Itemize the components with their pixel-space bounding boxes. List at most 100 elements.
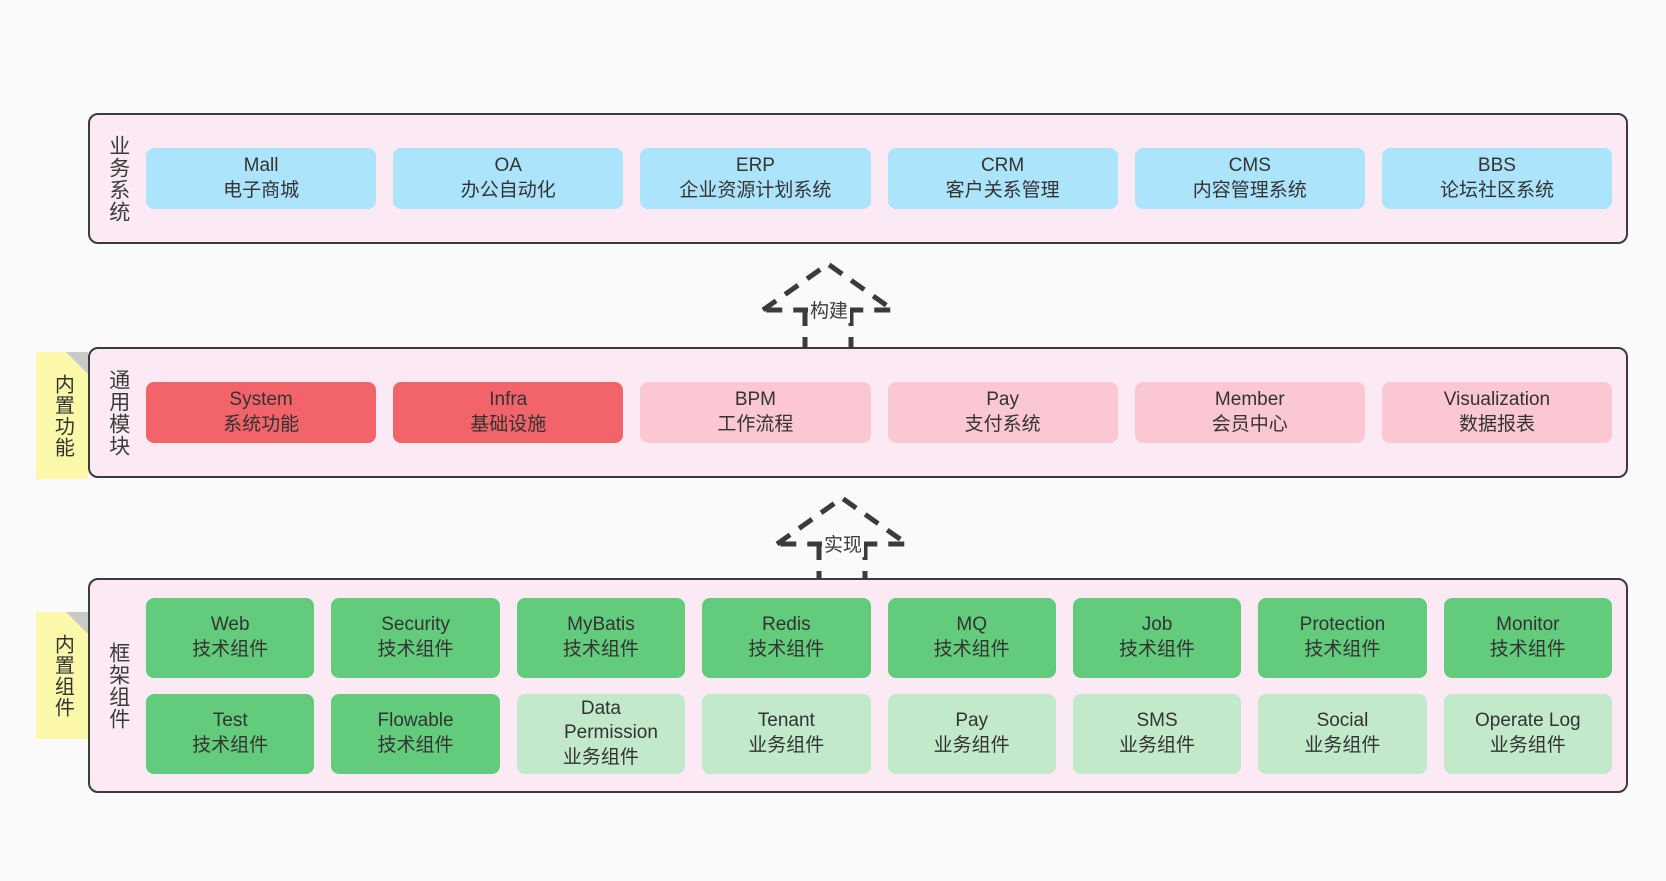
card-subtitle: 工作流程 — [717, 413, 794, 435]
note-fold-corner — [66, 612, 88, 634]
card-subtitle: 论坛社区系统 — [1439, 179, 1554, 201]
module-card-pay[interactable]: Pay 支付系统 — [887, 382, 1118, 443]
card-title: Flowable — [377, 710, 454, 732]
card-subtitle: 会员中心 — [1211, 413, 1288, 435]
framework-card-test[interactable]: Test 技术组件 — [146, 693, 315, 774]
framework-card-mq[interactable]: MQ 技术组件 — [887, 597, 1056, 678]
card-subtitle: 技术组件 — [1489, 638, 1566, 660]
module-card-system[interactable]: System 系统功能 — [146, 382, 377, 443]
layer-common-modules: 通用模块 System 系统功能 Infra 基础设施 BPM 工作流程 Pay… — [88, 347, 1628, 478]
card-title: Data Permission — [563, 698, 658, 744]
card-title: CRM — [980, 155, 1025, 177]
card-title: System — [229, 389, 293, 411]
card-title: Protection — [1299, 614, 1386, 636]
card-subtitle: 技术组件 — [1119, 638, 1196, 660]
card-title: SMS — [1136, 710, 1178, 732]
card-title: Test — [212, 710, 248, 732]
card-subtitle: 业务组件 — [1119, 734, 1196, 756]
card-subtitle: 办公自动化 — [460, 179, 556, 201]
card-subtitle: 数据报表 — [1458, 413, 1535, 435]
framework-card-monitor[interactable]: Monitor 技术组件 — [1443, 597, 1612, 678]
card-title: Job — [1141, 614, 1173, 636]
framework-card-security[interactable]: Security 技术组件 — [331, 597, 500, 678]
card-subtitle: 技术组件 — [933, 638, 1010, 660]
sticky-note-builtin-function: 内置功能 — [36, 352, 88, 479]
card-title: CMS — [1228, 155, 1271, 177]
card-title: Redis — [762, 614, 811, 636]
arrow-shaft — [816, 544, 868, 584]
business-card-erp[interactable]: ERP 企业资源计划系统 — [640, 148, 871, 209]
card-subtitle: 基础设施 — [470, 413, 547, 435]
card-title: Member — [1214, 389, 1285, 411]
card-title: BPM — [734, 389, 777, 411]
connector-implement: 实现 — [769, 492, 915, 584]
business-card-mall[interactable]: Mall 电子商城 — [146, 148, 377, 209]
module-card-member[interactable]: Member 会员中心 — [1134, 382, 1365, 443]
card-title: Web — [210, 614, 250, 636]
framework-card-data-permission[interactable]: Data Permission 业务组件 — [516, 693, 686, 774]
card-title: BBS — [1477, 155, 1516, 177]
card-subtitle: 电子商城 — [223, 179, 300, 201]
card-subtitle: 技术组件 — [562, 638, 639, 660]
card-title: MyBatis — [567, 614, 635, 636]
card-subtitle: 技术组件 — [377, 638, 454, 660]
sticky-note-label: 内置组件 — [51, 633, 74, 718]
business-card-bbs[interactable]: BBS 论坛社区系统 — [1381, 148, 1613, 209]
sticky-note-builtin-component: 内置组件 — [36, 612, 88, 739]
business-card-crm[interactable]: CRM 客户关系管理 — [887, 148, 1118, 209]
framework-card-web[interactable]: Web 技术组件 — [146, 597, 315, 678]
card-subtitle: 技术组件 — [1304, 638, 1381, 660]
layer-business-system: 业务系统 Mall 电子商城 OA 办公自动化 ERP 企业资源计划系统 CRM… — [88, 113, 1628, 244]
card-subtitle: 技术组件 — [748, 638, 825, 660]
framework-row-tech: Web 技术组件 Security 技术组件 MyBatis 技术组件 Redi… — [146, 597, 1612, 678]
card-subtitle: 业务组件 — [1304, 734, 1381, 756]
business-card-oa[interactable]: OA 办公自动化 — [393, 148, 624, 209]
framework-card-sms[interactable]: SMS 业务组件 — [1072, 693, 1242, 774]
framework-card-protection[interactable]: Protection 技术组件 — [1258, 597, 1427, 678]
card-subtitle: 支付系统 — [964, 413, 1041, 435]
framework-card-redis[interactable]: Redis 技术组件 — [702, 597, 871, 678]
card-subtitle: 系统功能 — [223, 413, 300, 435]
framework-card-job[interactable]: Job 技术组件 — [1072, 597, 1242, 678]
layer-body-modules: System 系统功能 Infra 基础设施 BPM 工作流程 Pay 支付系统… — [146, 349, 1626, 476]
card-title: Security — [381, 614, 450, 636]
module-card-visualization[interactable]: Visualization 数据报表 — [1381, 382, 1613, 443]
framework-card-social[interactable]: Social 业务组件 — [1258, 693, 1427, 774]
card-title: MQ — [956, 614, 987, 636]
card-subtitle: 客户关系管理 — [945, 179, 1060, 201]
card-subtitle: 技术组件 — [377, 734, 454, 756]
layer-title-modules: 通用模块 — [106, 368, 130, 457]
card-title: OA — [494, 155, 522, 177]
card-title: Monitor — [1496, 614, 1560, 636]
arrow-shaft — [802, 310, 854, 350]
layer-body-framework: Web 技术组件 Security 技术组件 MyBatis 技术组件 Redi… — [146, 580, 1626, 791]
framework-card-flowable[interactable]: Flowable 技术组件 — [331, 693, 500, 774]
connector-implement-label: 实现 — [822, 530, 865, 557]
framework-card-operate-log[interactable]: Operate Log 业务组件 — [1443, 693, 1612, 774]
framework-row-business: Test 技术组件 Flowable 技术组件 Data Permission … — [146, 693, 1612, 774]
card-title: ERP — [735, 155, 775, 177]
layer-body-business: Mall 电子商城 OA 办公自动化 ERP 企业资源计划系统 CRM 客户关系… — [146, 115, 1626, 242]
framework-card-tenant[interactable]: Tenant 业务组件 — [702, 693, 871, 774]
connector-build-label: 构建 — [808, 296, 851, 323]
note-fold-corner — [66, 352, 88, 374]
module-card-row: System 系统功能 Infra 基础设施 BPM 工作流程 Pay 支付系统… — [146, 382, 1613, 443]
framework-card-mybatis[interactable]: MyBatis 技术组件 — [516, 597, 686, 678]
business-card-cms[interactable]: CMS 内容管理系统 — [1134, 148, 1365, 209]
card-title: Infra — [489, 389, 528, 411]
module-card-bpm[interactable]: BPM 工作流程 — [640, 382, 871, 443]
card-subtitle: 企业资源计划系统 — [679, 179, 832, 201]
card-subtitle: 业务组件 — [933, 734, 1010, 756]
card-subtitle: 业务组件 — [748, 734, 825, 756]
module-card-infra[interactable]: Infra 基础设施 — [393, 382, 624, 443]
layer-framework-components: 框架组件 Web 技术组件 Security 技术组件 MyBatis 技术组件… — [88, 578, 1628, 793]
card-subtitle: 内容管理系统 — [1192, 179, 1307, 201]
sticky-note-label: 内置功能 — [51, 373, 74, 458]
card-title: Pay — [986, 389, 1019, 411]
layer-title-business: 业务系统 — [106, 134, 130, 223]
layer-title-framework: 框架组件 — [106, 641, 130, 730]
card-title: Pay — [955, 710, 989, 732]
card-title: Visualization — [1443, 389, 1551, 411]
framework-card-pay[interactable]: Pay 业务组件 — [887, 693, 1056, 774]
